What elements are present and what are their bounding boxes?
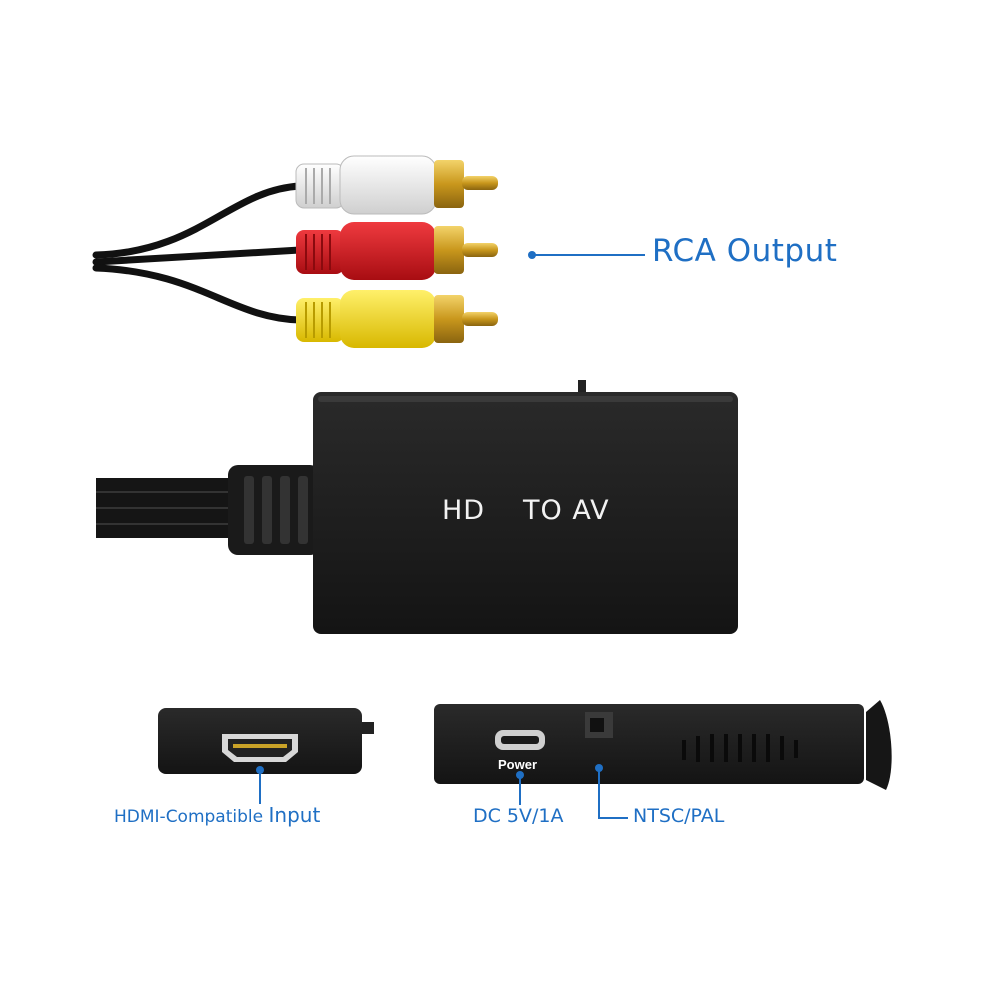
hdmi-side-view [158,708,374,804]
rca-output-callout: RCA Output [652,233,838,269]
dc-power-callout: DC 5V/1A [473,805,564,827]
device-to-av-text: TO AV [523,495,610,526]
ntsc-pal-callout: NTSC/PAL [633,805,725,827]
power-side-view [434,700,892,819]
yellow-rca-plug [296,290,498,348]
rca-callout-line [528,251,645,259]
red-rca-plug [296,222,498,280]
hdmi-input-small-text: HDMI-Compatible [114,807,264,827]
rca-cables [92,182,304,324]
power-port-label: Power [498,757,538,772]
hdmi-input-callout: HDMI-Compatible Input [114,803,320,827]
white-rca-plug [295,155,498,215]
converter-main [96,380,738,634]
device-hd-text: HD [442,495,486,526]
hdmi-input-big-text: Input [268,803,321,827]
